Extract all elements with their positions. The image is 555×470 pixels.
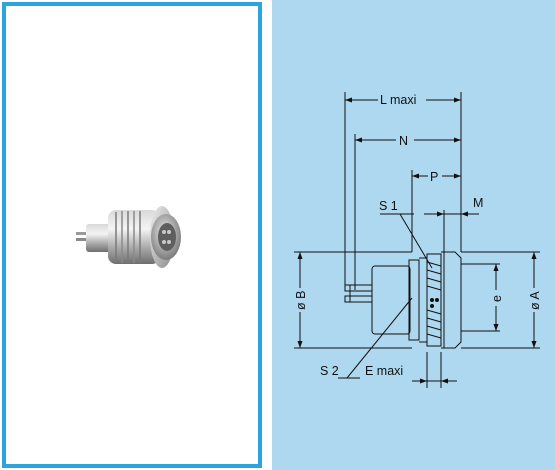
thread-rings xyxy=(108,210,160,264)
rear-body xyxy=(86,224,112,252)
p-label: P xyxy=(430,170,438,184)
arrowheads xyxy=(297,97,537,384)
diameter-b-label: ø B xyxy=(294,291,308,310)
product-photo-panel xyxy=(2,2,262,468)
l-maxi-label: L maxi xyxy=(380,93,416,107)
s2-label: S 2 xyxy=(320,364,339,378)
e-maxi-label: E maxi xyxy=(365,364,403,378)
n-label: N xyxy=(399,134,408,148)
rear-pin xyxy=(76,238,90,241)
s1-label: S 1 xyxy=(379,199,398,213)
connector-photo xyxy=(76,206,181,268)
socket-insert xyxy=(158,223,176,251)
s2-leader xyxy=(346,297,413,379)
diameter-a-label: ø A xyxy=(528,291,542,310)
m-label: M xyxy=(473,196,483,210)
e-label: e xyxy=(490,295,504,302)
technical-drawing-panel: L maxi N P M S 1 S 2 E maxi ø B ø A e xyxy=(272,0,555,470)
connector-outline xyxy=(344,251,462,349)
rear-pin xyxy=(76,232,90,235)
s1-leader xyxy=(399,213,433,269)
dimension-drawing: L maxi N P M S 1 S 2 E maxi ø B ø A e xyxy=(288,92,546,388)
